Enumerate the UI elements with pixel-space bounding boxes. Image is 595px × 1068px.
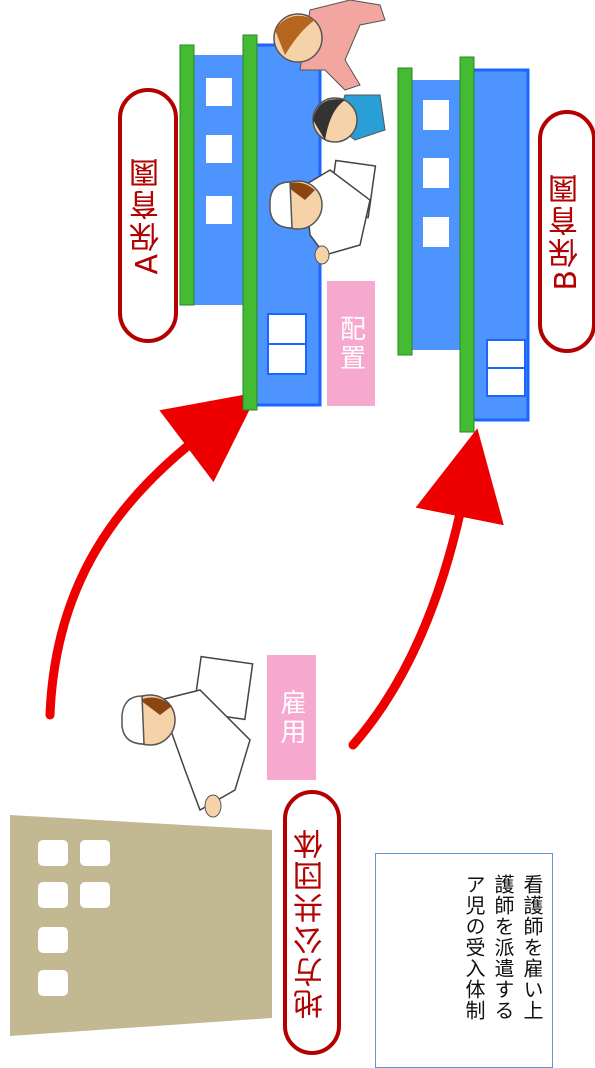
description-note-box: 看護師を雇い上 護師を派遣する ア児の受入体制 — [375, 853, 553, 1068]
nurse-illustration-a — [269, 159, 377, 265]
nursery-b-building — [397, 56, 530, 433]
note-line-2: 護師を派遣する — [491, 874, 515, 1021]
local-government-label: 地方公共団体 — [283, 790, 341, 1055]
office-building — [10, 815, 272, 1036]
child-pink-illustration — [273, 0, 386, 91]
child-blue-illustration — [312, 94, 386, 143]
nurse-illustration-employed — [121, 655, 254, 818]
local-government-text: 地方公共団体 — [294, 826, 329, 1019]
arrow-to-nursery-a — [45, 392, 259, 720]
nursery-a-label: A保育園 — [118, 88, 178, 343]
note-line-1: 看護師を雇い上 — [520, 874, 544, 1021]
nursery-b-label: B保育園 — [538, 110, 595, 353]
nursery-a-building — [179, 34, 322, 411]
nursery-b-text: B保育園 — [549, 172, 584, 291]
employ-text: 雇用 — [276, 688, 306, 747]
assign-tag: 配置 — [327, 281, 375, 406]
arrow-to-nursery-b — [348, 428, 504, 750]
note-line-3: ア児の受入体制 — [462, 874, 486, 1021]
description-note-text: 看護師を雇い上 護師を派遣する ア児の受入体制 — [459, 874, 546, 1021]
assign-text: 配置 — [335, 314, 366, 373]
nursery-a-text: A保育園 — [130, 156, 165, 275]
employ-tag: 雇用 — [267, 655, 316, 780]
